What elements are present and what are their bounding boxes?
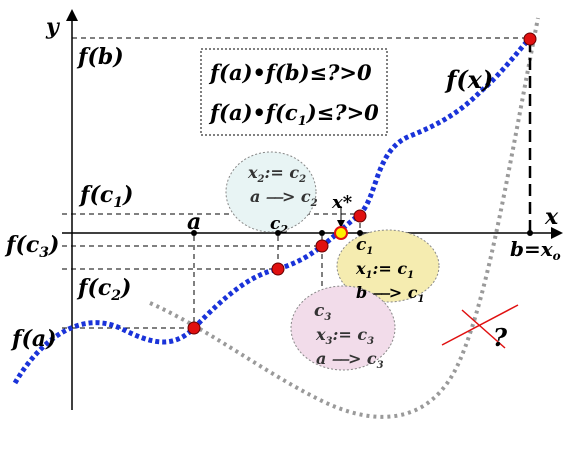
root-point [334,226,348,240]
label-a: a [187,209,201,235]
label-c2: c2 [270,214,288,236]
formula-line-2: f(a)•f(c1)≤?>0 [208,100,379,129]
label-fb: f(b) [76,44,124,70]
ellipse-c3-head: c3 [314,301,331,323]
ellipse-c1-line2: b ⎯⎯> c1 [356,283,424,305]
label-fc2: f(c2) [76,275,131,304]
point-fb [523,32,537,46]
question-mark: ? [493,323,508,352]
ellipse-c2-line1: x2:= c2 [247,163,306,185]
function-curve [12,36,532,385]
cross-mark [441,304,519,349]
point-fc1 [353,209,367,223]
axis-dots [191,230,533,236]
x-axis-label: x [544,204,559,230]
point-fa [187,321,201,335]
label-fc3: f(c3) [4,232,59,261]
ellipse-c1 [336,229,440,303]
ellipse-c3-line2: a ⎯⎯> c3 [316,349,384,371]
ellipse-c2 [225,151,317,233]
ellipse-c2-line2: a ⎯⎯> c2 [250,187,318,209]
y-axis-label: y [45,14,61,40]
formula-line-1: f(a)•f(b)≤?>0 [208,60,372,85]
formula-box [200,48,388,136]
ellipse-c3 [290,285,396,371]
point-fc2 [271,262,285,276]
label-b: b=xo [510,237,561,263]
ellipse-c3-line1: x3:= c3 [315,325,374,347]
label-fc1: f(c1) [78,182,133,211]
label-fa: f(a) [10,326,57,352]
point-fc3 [315,239,329,253]
label-fx: f(x) [444,65,493,94]
ellipse-c1-head: c1 [356,235,373,257]
label-xstar: x* [331,192,353,213]
ellipse-c1-line1: x1:= c1 [355,259,414,281]
